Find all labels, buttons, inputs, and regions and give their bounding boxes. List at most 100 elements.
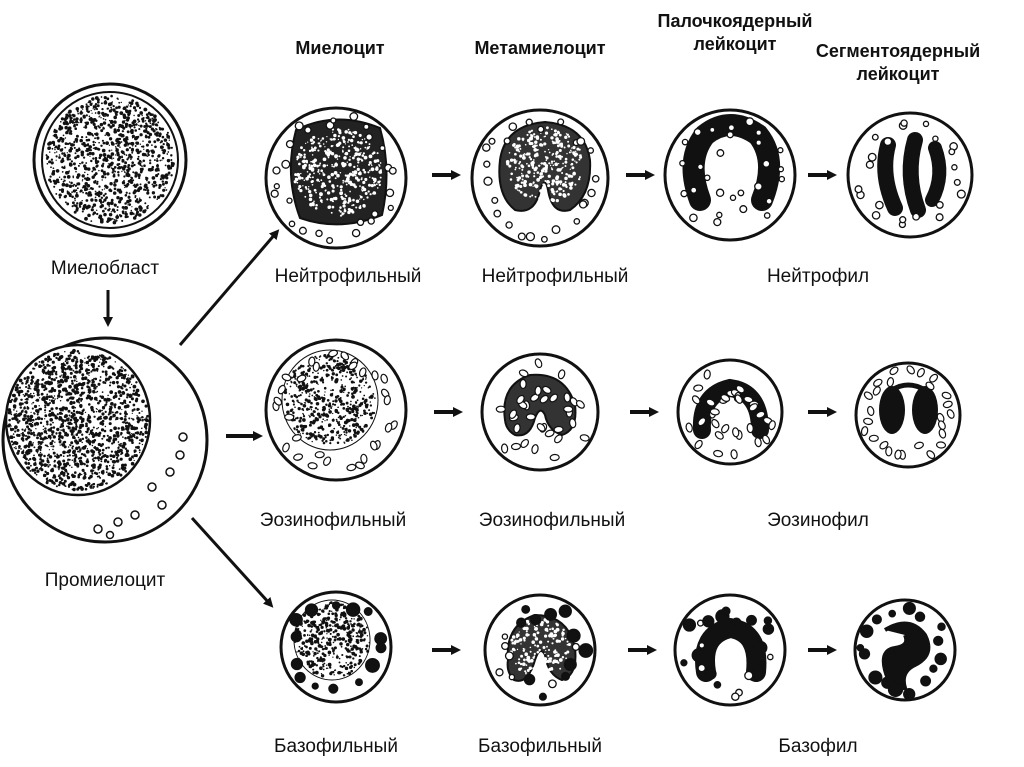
chromatin-dot [67,485,71,488]
chromatin-dot [92,485,95,488]
chromatin-dot [313,396,318,401]
chromatin-dot [58,176,61,178]
chromatin-dot [531,145,535,148]
chromatin-dot [338,155,341,158]
chromatin-dot [355,400,357,403]
chromatin-dot [511,641,514,645]
chromatin-dot [525,658,528,661]
chromatin-dot [111,442,114,445]
chromatin-dot [108,464,111,467]
chromatin-dot [294,369,297,372]
chromatin-dot [115,459,120,463]
chromatin-dot [60,365,65,370]
chromatin-dot [43,429,48,434]
chromatin-dot [546,659,550,663]
chromatin-dot [21,450,25,454]
chromatin-dot [112,470,117,475]
chromatin-dot [104,372,108,376]
granule [744,670,754,681]
chromatin-dot [72,401,76,405]
chromatin-dot [54,414,57,418]
chromatin-dot [39,437,43,440]
chromatin-dot [32,418,35,422]
chromatin-dot [307,437,310,440]
chromatin-dot [61,374,63,376]
chromatin-dot [348,671,350,673]
chromatin-dot [79,112,81,115]
chromatin-dot [367,171,370,174]
chromatin-dot [60,423,65,428]
chromatin-dot [101,221,104,223]
chromatin-dot [360,387,363,389]
chromatin-dot [533,133,536,136]
chromatin-dot [157,121,160,124]
chromatin-dot [112,437,115,439]
chromatin-dot [71,184,75,187]
chromatin-dot [94,112,97,114]
chromatin-dot [91,369,94,371]
chromatin-dot [64,406,68,411]
chromatin-dot [313,375,317,380]
chromatin-dot [109,381,112,384]
granule [883,137,893,147]
chromatin-dot [344,360,348,365]
chromatin-dot [98,153,103,158]
chromatin-dot [69,400,73,404]
chromatin-dot [547,174,551,178]
chromatin-dot [343,442,346,444]
chromatin-dot [531,671,535,675]
chromatin-dot [63,450,66,454]
chromatin-dot [74,152,77,155]
chromatin-dot [96,104,100,108]
chromatin-dot [514,152,517,156]
granule [916,367,925,378]
chromatin-dot [46,432,48,435]
granule [284,413,295,421]
chromatin-dot [57,146,59,148]
granule [730,449,738,460]
chromatin-dot [341,426,345,430]
chromatin-dot [94,137,97,140]
chromatin-dot [91,396,94,399]
chromatin-dot [145,143,149,147]
chromatin-dot [108,436,112,440]
granule [694,439,703,450]
chromatin-dot [326,642,330,646]
chromatin-dot [25,411,28,414]
chromatin-dot [110,152,115,156]
chromatin-dot [306,660,310,664]
chromatin-dot [50,377,54,381]
chromatin-dot [551,642,554,645]
chromatin-dot [332,649,335,653]
chromatin-dot [562,189,565,193]
chromatin-dot [117,144,120,147]
chromatin-dot [360,152,362,154]
chromatin-dot [134,194,137,198]
chromatin-dot [161,135,165,139]
chromatin-dot [26,405,29,408]
chromatin-dot [95,391,97,394]
chromatin-dot [93,105,97,109]
chromatin-dot [90,475,93,478]
chromatin-dot [53,352,57,357]
chromatin-dot [133,451,136,454]
chromatin-dot [44,372,47,375]
chromatin-dot [135,123,138,126]
chromatin-dot [331,189,335,193]
chromatin-dot [36,434,39,437]
chromatin-dot [545,649,547,652]
chromatin-dot [99,122,104,127]
chromatin-dot [350,649,352,651]
chromatin-dot [298,162,301,166]
chromatin-dot [341,150,344,153]
chromatin-dot [57,483,61,487]
chromatin-dot [101,437,104,440]
chromatin-dot [531,166,535,169]
granule [315,229,323,238]
granule [885,446,893,457]
chromatin-dot [296,385,298,387]
granule [281,373,292,382]
chromatin-dot [564,157,568,161]
granule [763,616,773,625]
chromatin-dot [317,426,321,430]
